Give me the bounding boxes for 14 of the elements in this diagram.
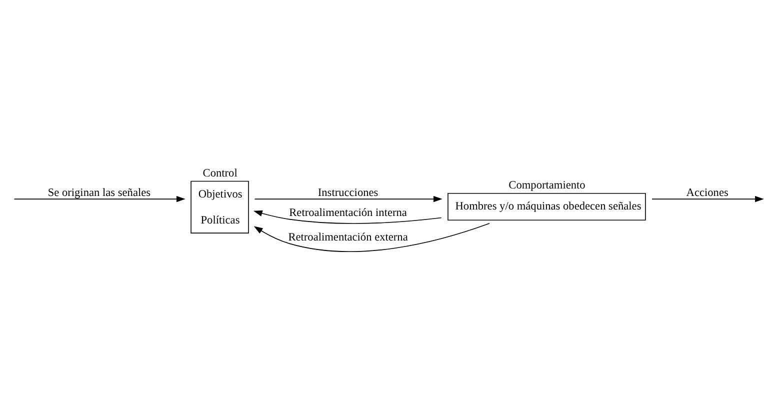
arrow [254,223,490,252]
edge-label: Retroalimentación externa [288,231,408,244]
edge-label: Se originan las señales [48,186,151,199]
arrow [253,210,442,224]
edge-label: Retroalimentación interna [289,207,407,220]
node-box: Hombres y/o máquinas obedecen señales [448,193,646,220]
edge-label: Acciones [686,186,728,199]
node-label: Control [202,168,238,180]
arrow [254,196,442,202]
arrow [652,196,764,202]
arrow [14,196,186,202]
node-label: Comportamiento [508,180,586,192]
node-box: Objetivos Políticas [190,180,249,234]
edge-label: Instrucciones [318,186,378,199]
